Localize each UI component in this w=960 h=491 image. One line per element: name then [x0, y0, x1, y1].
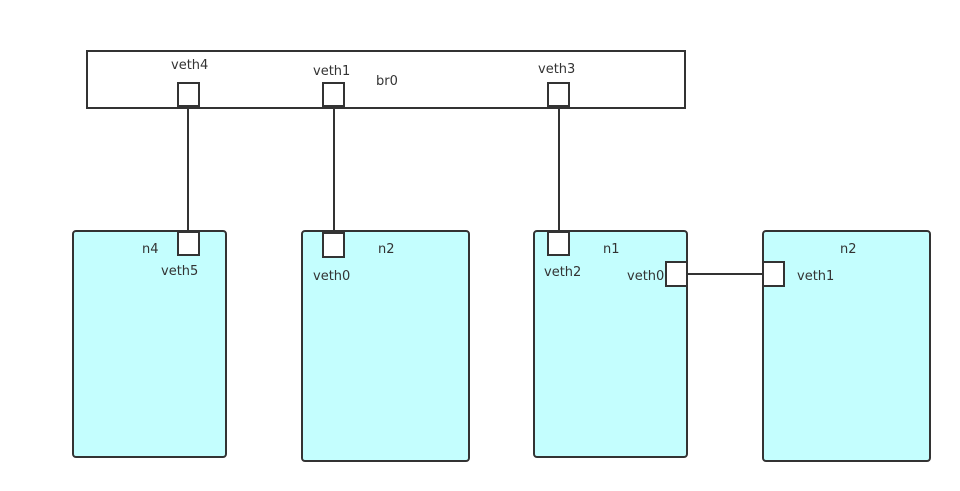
namespace-n1[interactable]: n1 — [533, 230, 688, 458]
namespace-label: n1 — [603, 242, 620, 257]
port-veth2[interactable]: veth2 — [544, 231, 581, 280]
port-veth3[interactable]: veth3 — [538, 62, 575, 107]
namespace-box — [533, 230, 688, 458]
namespace-n2-right[interactable]: n2 — [762, 230, 931, 462]
port-veth5[interactable]: veth5 — [161, 231, 200, 279]
namespace-n2-left[interactable]: n2 — [301, 230, 470, 462]
port-veth4[interactable]: veth4 — [171, 58, 208, 107]
port-label: veth1 — [797, 269, 834, 284]
namespace-label: n2 — [378, 242, 395, 257]
namespace-box — [762, 230, 931, 462]
port-square — [177, 82, 200, 107]
port-veth0-n1[interactable]: veth0 — [627, 261, 688, 287]
namespace-box — [301, 230, 470, 462]
namespace-box — [72, 230, 227, 458]
port-label: veth0 — [313, 269, 350, 284]
namespace-label: n4 — [142, 242, 159, 257]
bridge-label: br0 — [376, 74, 398, 89]
port-square — [762, 261, 785, 287]
port-square — [547, 231, 570, 256]
port-square — [177, 231, 200, 256]
port-veth1-n2[interactable]: veth1 — [762, 261, 834, 287]
port-veth1[interactable]: veth1 — [313, 64, 350, 107]
port-label: veth3 — [538, 62, 575, 77]
port-label: veth0 — [627, 269, 664, 284]
port-square — [322, 82, 345, 107]
port-square — [322, 232, 345, 258]
port-label: veth5 — [161, 264, 198, 279]
port-label: veth4 — [171, 58, 208, 73]
port-square — [547, 82, 570, 107]
links — [187, 107, 763, 275]
port-veth0-n2[interactable]: veth0 — [313, 232, 350, 284]
namespace-n4[interactable]: n4 — [72, 230, 227, 458]
namespace-label: n2 — [840, 242, 857, 257]
port-label: veth2 — [544, 265, 581, 280]
port-square — [665, 261, 688, 287]
port-label: veth1 — [313, 64, 350, 79]
